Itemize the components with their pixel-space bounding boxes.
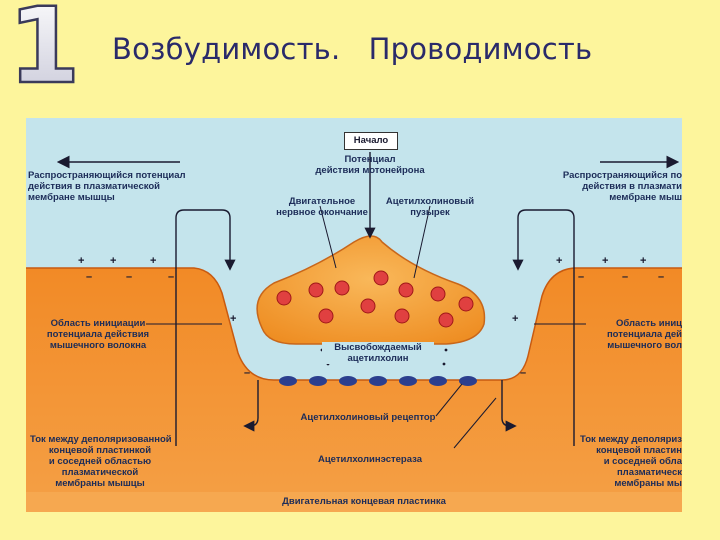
charge-plus: +: [230, 314, 236, 325]
motor-nerve-ending-label: Двигательное нервное окончание: [272, 196, 372, 218]
ap-initiation-left-label: Область инициации потенциала действия мы…: [44, 318, 152, 351]
released-ach-label: Высвобождаемый ацетилхолин: [322, 342, 434, 364]
ap-initiation-right-label: Область иниц потенциала дей мышечного во…: [607, 318, 682, 351]
motor-neuron-ap-label: Потенциал действия мотонейрона: [310, 154, 430, 176]
charge-plus: +: [78, 256, 84, 267]
charge-minus: –: [86, 272, 92, 283]
ach-vesicle-label: Ацетилхолиновый пузырек: [382, 196, 478, 218]
charge-minus: –: [520, 368, 526, 379]
charge-minus: –: [126, 272, 132, 283]
charge-minus: –: [622, 272, 628, 283]
charge-plus: +: [556, 256, 562, 267]
charge-plus: +: [512, 314, 518, 325]
charge-plus: +: [640, 256, 646, 267]
ach-receptor-label: Ацетилхолиновый рецептор: [288, 412, 448, 423]
propagating-ap-left-label: Распространяющийся потенциал действия в …: [28, 170, 186, 203]
neuromuscular-junction-diagram: + + + – – – + + + – – – + – + – Начало П…: [26, 118, 682, 512]
start-label: Начало: [344, 132, 398, 150]
slide-number-text: 1: [8, 0, 80, 96]
charge-plus: +: [602, 256, 608, 267]
charge-plus: +: [110, 256, 116, 267]
propagating-ap-right-label: Распространяющийся по действия в плазмат…: [563, 170, 682, 203]
slide-title: Возбудимость. Проводимость: [112, 32, 592, 66]
current-left-label: Ток между деполяризованной концевой плас…: [30, 434, 170, 489]
charge-minus: –: [658, 272, 664, 283]
slide-number: 1: [2, 0, 102, 96]
acetylcholinesterase-label: Ацетилхолинэстераза: [300, 454, 440, 465]
current-right-label: Ток между деполяриз концевой пластин и с…: [580, 434, 682, 489]
charge-minus: –: [244, 368, 250, 379]
motor-end-plate-label: Двигательная концевая пластинка: [264, 496, 464, 507]
charge-minus: –: [168, 272, 174, 283]
charge-minus: –: [578, 272, 584, 283]
charge-plus: +: [150, 256, 156, 267]
